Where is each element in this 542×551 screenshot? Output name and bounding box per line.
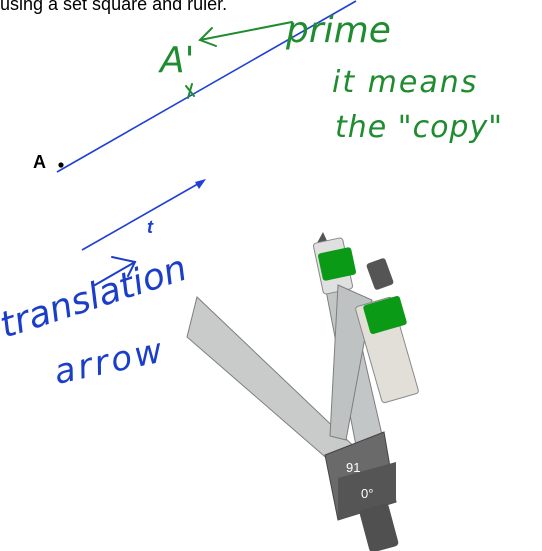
compass-right-green-grip — [363, 296, 407, 334]
point-a[interactable] — [58, 162, 64, 168]
pencil-green-grip — [318, 247, 356, 281]
compass-tool[interactable]: 91 0° — [186, 232, 419, 551]
means-annotation-line2: the "copy" — [335, 110, 503, 145]
compass-readout-top: 91 — [346, 460, 360, 475]
construction-line — [56, 0, 357, 173]
point-a-prime-label: A' — [158, 40, 195, 81]
vector-label: t — [147, 217, 154, 237]
prime-annotation: prime — [285, 10, 391, 51]
pencil-tip — [317, 232, 328, 243]
translation-vector[interactable] — [81, 179, 206, 251]
instruction-text: using a set square and ruler. — [0, 0, 227, 14]
compass-readout-bottom: 0° — [361, 486, 373, 501]
point-a-prime-marker[interactable] — [185, 83, 195, 99]
compass-handle[interactable] — [359, 503, 399, 551]
point-a-label: A — [33, 152, 46, 172]
prime-pointer-arrow — [198, 21, 293, 47]
translation-annotation-line1: translation — [0, 248, 192, 347]
compass-adjust-knob[interactable] — [366, 257, 394, 290]
translation-annotation-line2: arrow — [51, 330, 169, 392]
translation-hook-arrow — [94, 256, 137, 286]
means-annotation-line1: it means — [332, 65, 478, 100]
